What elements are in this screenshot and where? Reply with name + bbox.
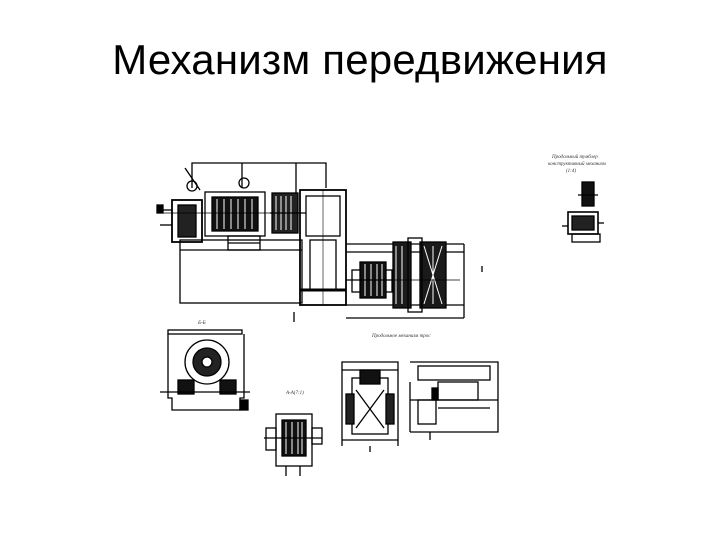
section-view-right <box>409 361 499 440</box>
note-top-right-line2: конструктивный механизм <box>548 161 607 167</box>
main-assembly-plan-view <box>156 162 483 322</box>
drawing-caption: Продольное механизм трос <box>371 334 431 339</box>
section-label-aa: А-А(7:1) <box>285 391 304 396</box>
section-view-aa <box>264 413 323 476</box>
section-view-center <box>341 361 399 452</box>
slide-title: Механизм передвижения <box>112 36 608 83</box>
note-top-right-line1: Продольный тумблер <box>551 154 598 160</box>
note-top-right-line3: (1:4) <box>566 169 576 174</box>
section-label-bb: Б-Б <box>197 321 206 326</box>
section-view-left <box>160 329 250 411</box>
detail-top-right <box>562 181 604 243</box>
